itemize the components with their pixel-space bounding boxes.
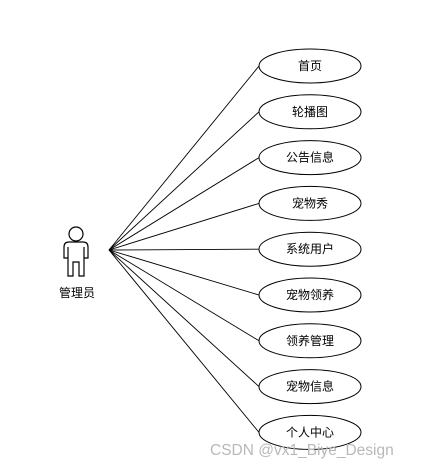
use-case-label: 首页: [298, 59, 322, 73]
use-case-label: 公告信息: [286, 150, 334, 165]
association-line: [108, 249, 260, 296]
use-case-ellipse: [258, 323, 362, 359]
association-line: [108, 248, 260, 251]
use-case-label: 宠物信息: [286, 379, 334, 394]
actor-admin: 管理员: [59, 226, 95, 300]
use-case: 领养管理: [258, 323, 362, 359]
use-case-label: 系统用户: [286, 241, 334, 256]
association-line: [108, 249, 260, 387]
use-case-ellipse: [258, 140, 362, 176]
use-case-label: 轮播图: [292, 105, 328, 119]
use-case-label: 宠物领养: [286, 287, 334, 302]
use-case-label: 宠物秀: [292, 195, 328, 210]
association-lines: [108, 65, 260, 433]
use-case: 个人中心: [258, 414, 362, 450]
person-icon: [63, 226, 89, 277]
use-case-label: 领养管理: [286, 333, 334, 348]
association-line: [108, 202, 260, 251]
use-case-ellipse: [258, 277, 362, 313]
use-case-label: 个人中心: [286, 424, 334, 439]
use-case-ellipse: [258, 185, 362, 221]
use-case-ellipse: [258, 369, 362, 405]
association-line: [108, 249, 260, 433]
use-case: 宠物信息: [258, 369, 362, 405]
use-case: 公告信息: [258, 140, 362, 176]
use-case: 宠物秀: [258, 185, 362, 221]
use-case-ellipse: [258, 231, 362, 267]
actor-label: 管理员: [59, 285, 95, 300]
use-case: 宠物领养: [258, 277, 362, 313]
use-case-ellipse: [258, 94, 362, 130]
association-line: [108, 65, 260, 251]
use-case-ellipse: [258, 48, 362, 84]
association-line: [108, 249, 260, 342]
association-line: [108, 111, 260, 251]
use-case: 系统用户: [258, 231, 362, 267]
watermark: CSDN @vx1_Biye_Design: [210, 442, 394, 459]
use-case: 首页: [258, 48, 362, 84]
use-case: 轮播图: [258, 94, 362, 130]
use-case-ellipse: [258, 414, 362, 450]
association-line: [108, 157, 260, 251]
